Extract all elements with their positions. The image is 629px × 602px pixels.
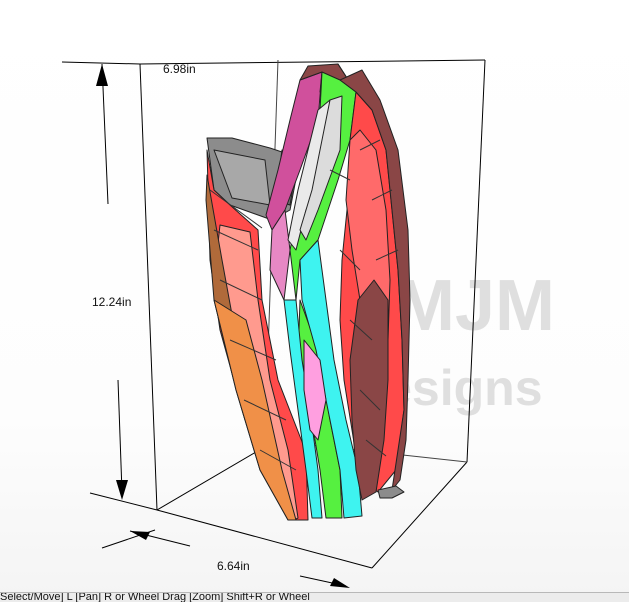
arrow-up-icon — [96, 64, 108, 86]
status-text: Select/Move] L [Pan] R or Wheel Drag [Zo… — [0, 592, 310, 602]
status-bar: Select/Move] L [Pan] R or Wheel Drag [Zo… — [0, 592, 629, 602]
depth-label: 6.64in — [217, 559, 250, 573]
depth-dimension: 6.64in — [101, 529, 350, 588]
width-dimension: 6.98in — [163, 62, 196, 76]
papercraft-model[interactable] — [205, 63, 411, 521]
width-label: 6.98in — [163, 62, 196, 76]
arrow-right-icon — [330, 578, 350, 588]
height-dimension: 12.24in — [92, 63, 131, 500]
arrow-down-icon — [116, 480, 128, 500]
height-label: 12.24in — [92, 295, 131, 309]
